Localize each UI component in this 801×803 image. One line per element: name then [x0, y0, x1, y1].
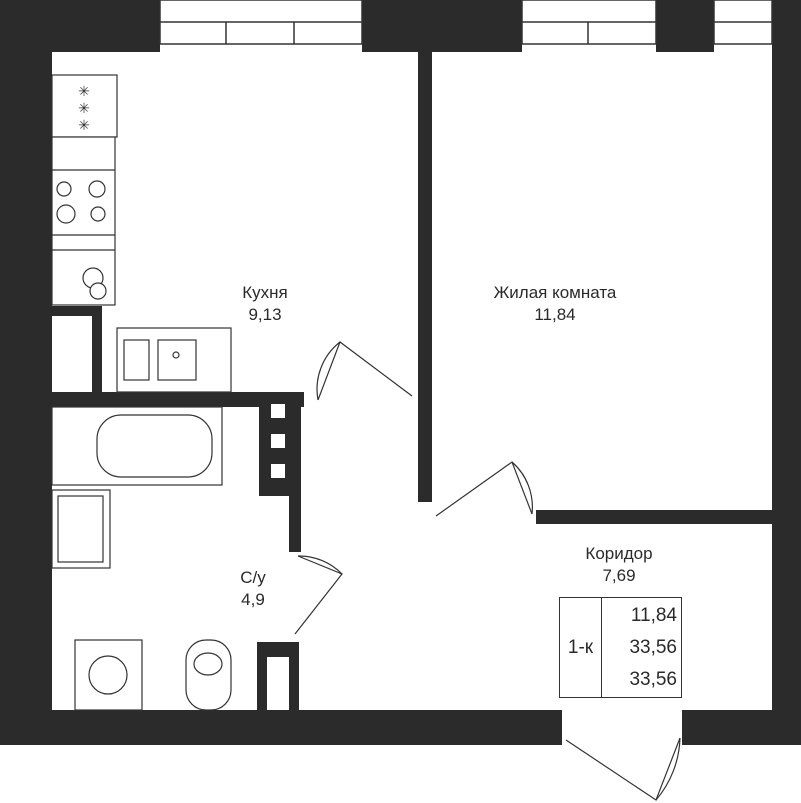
kitchen-furniture: ✳ ✳ ✳ — [51, 74, 232, 393]
door-kitchen — [317, 341, 413, 401]
room-label-bathroom: С/у 4,9 — [223, 567, 283, 611]
total-area: 33,56 — [629, 637, 677, 658]
total-area-secondary: 33,56 — [629, 669, 677, 690]
room-label-living: Жилая комната 11,84 — [470, 282, 640, 326]
room-name: Коридор — [585, 544, 653, 563]
outer-walls — [0, 0, 801, 745]
room-area: 7,69 — [602, 566, 636, 585]
bathroom-fixtures — [51, 406, 232, 711]
area-values: 11,84 33,56 33,56 — [602, 600, 677, 696]
room-label-corridor: Коридор 7,69 — [569, 543, 669, 587]
apartment-summary: 1-к 11,84 33,56 33,56 — [559, 597, 682, 698]
room-name: Кухня — [242, 283, 288, 302]
living-area: 11,84 — [630, 605, 677, 626]
pillar-holes — [267, 404, 289, 710]
apartment-type: 1-к — [560, 598, 602, 697]
room-label-kitchen: Кухня 9,13 — [215, 282, 315, 326]
room-area: 4,9 — [241, 590, 265, 609]
svg-text:✳: ✳ — [78, 83, 90, 99]
room-name: С/у — [240, 568, 266, 587]
windows — [159, 0, 773, 45]
room-name: Жилая комната — [493, 283, 617, 302]
svg-text:✳: ✳ — [78, 100, 90, 116]
doors — [294, 341, 681, 801]
room-area: 11,84 — [534, 305, 576, 324]
room-area: 9,13 — [248, 305, 282, 324]
fridge — [51, 74, 118, 138]
door-living — [435, 461, 533, 517]
svg-text:✳: ✳ — [78, 117, 90, 133]
